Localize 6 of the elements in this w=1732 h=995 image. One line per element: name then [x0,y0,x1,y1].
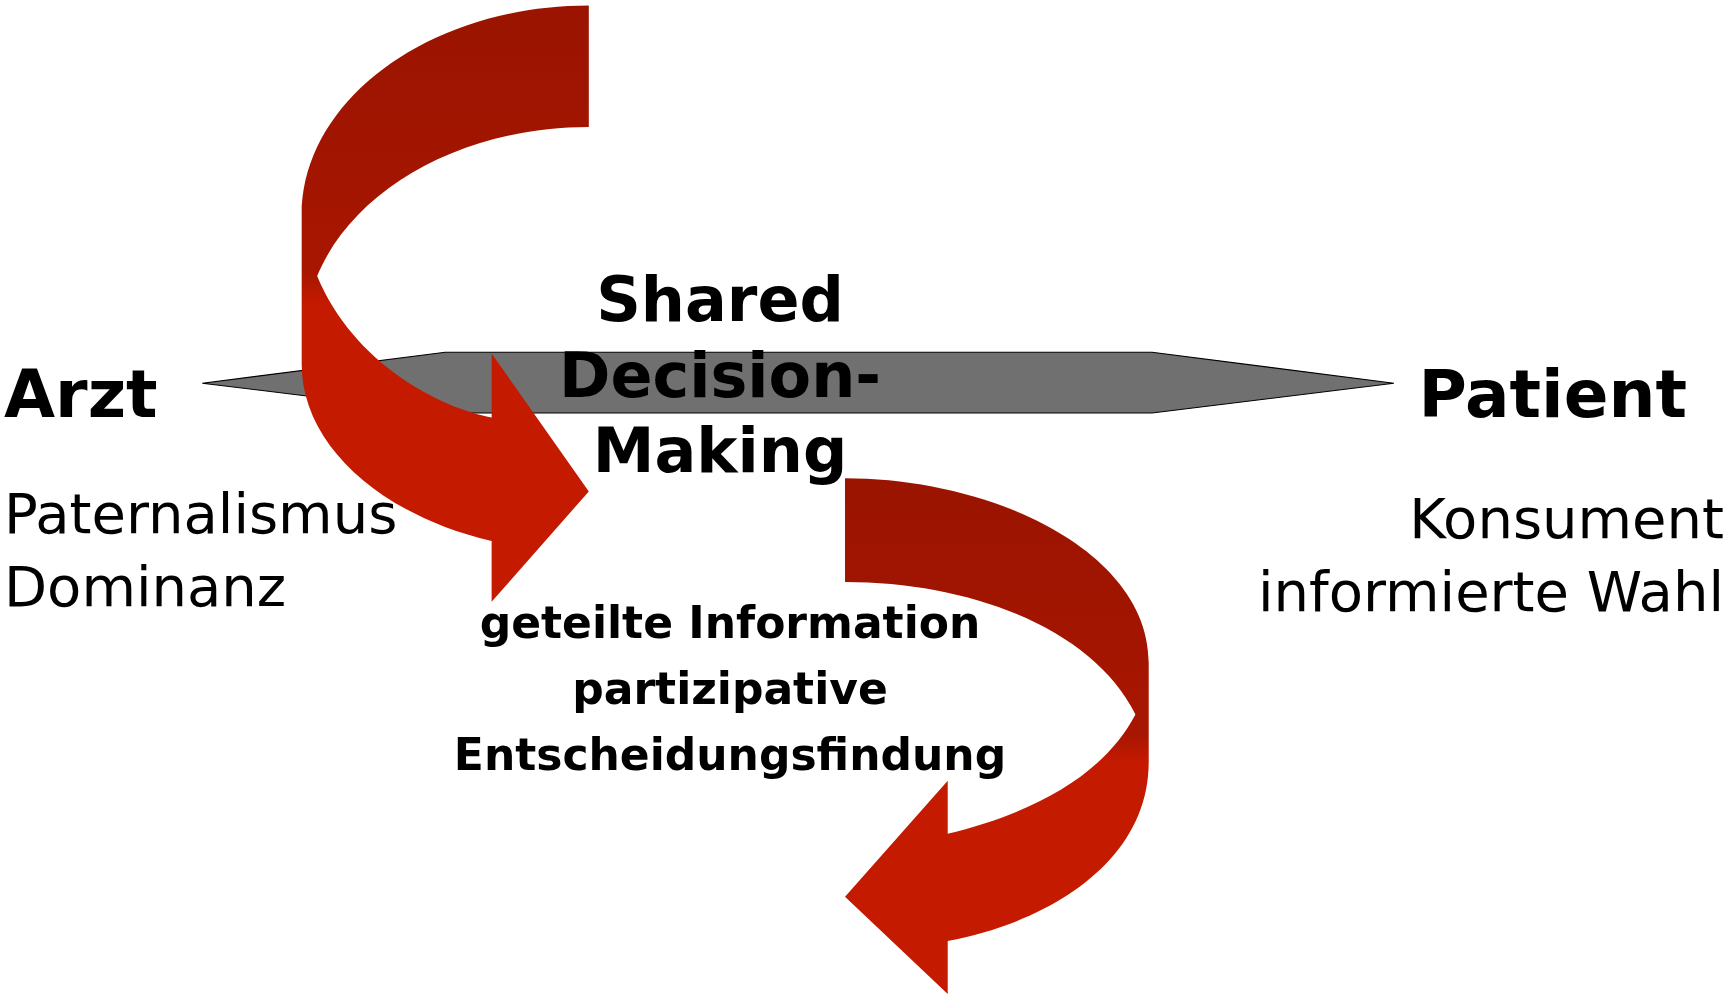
role-description: Konsument informierte Wahl [1256,485,1724,626]
center-description: geteilte Information partizipative Entscheidungsfindung [452,596,1008,782]
role-heading: Patient [1418,355,1687,435]
center-heading: Shared Decision-Making [557,262,883,489]
role-heading: Arzt [4,355,158,435]
role-description: Paternalismus Dominanz [4,480,399,621]
